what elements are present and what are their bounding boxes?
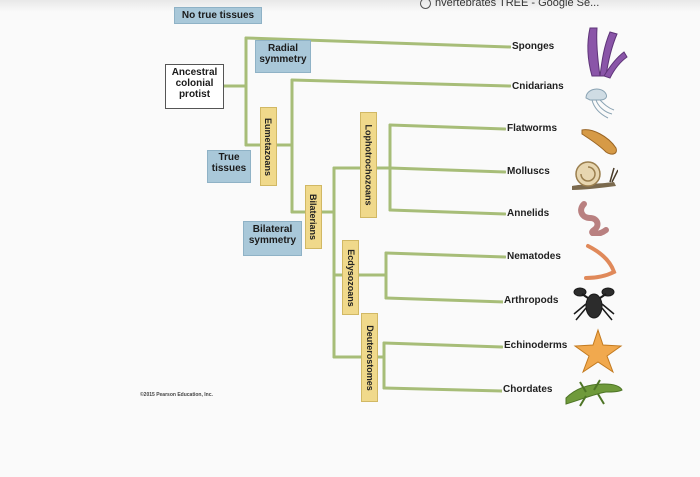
no-true-tissues-box: No true tissues: [174, 7, 262, 24]
lophotrochozoans-label: Lophotrochozoans: [360, 112, 377, 218]
radial-symmetry-box: Radial symmetry: [255, 40, 311, 73]
branch-echinoderms: [382, 341, 504, 349]
branch-chordates: [382, 386, 504, 393]
taxon-molluscs: Molluscs: [506, 166, 551, 177]
branch-nematodes: [384, 251, 507, 259]
snail-icon: [572, 161, 618, 190]
taxon-annelids: Annelids: [506, 208, 551, 219]
eumetazoans-text: Eumetazoans: [263, 117, 274, 176]
deuterostomes-label: Deuterostomes: [361, 313, 378, 402]
ancestral-colonial-protist-box: Ancestral colonial protist: [165, 64, 224, 109]
taxon-cnidarians: Cnidarians: [511, 81, 565, 92]
lophotrochozoans-text: Lophotrochozoans: [363, 124, 374, 206]
ecdysozoans-text: Ecdysozoans: [345, 248, 356, 307]
starfish-icon: [573, 328, 623, 374]
browser-tab[interactable]: nvertebrates TREE - Google Se...: [420, 0, 599, 12]
branch-arthropods: [384, 296, 507, 304]
ancestral-line-1: Ancestral: [171, 67, 218, 78]
branch-sponges: [244, 36, 512, 49]
bilaterians-label: Bilaterians: [305, 185, 322, 249]
taxon-sponges: Sponges: [511, 41, 556, 52]
lizard-icon: [565, 379, 623, 407]
jellyfish-icon: [585, 88, 615, 119]
sponge-icon: [587, 27, 628, 79]
branch-molluscs: [388, 166, 507, 174]
bilateral-line-1: Bilateral: [252, 224, 293, 235]
flatworm-icon: [581, 129, 617, 155]
radial-line-1: Radial: [267, 43, 298, 54]
no-true-tissues-label: No true tissues: [181, 10, 255, 21]
deuterostomes-text: Deuterostomes: [364, 324, 375, 391]
roundworm-icon: [584, 244, 617, 280]
taxon-chordates: Chordates: [502, 384, 554, 395]
tab-favicon-icon: [420, 0, 431, 9]
bilaterians-text: Bilaterians: [308, 193, 319, 241]
copyright-credit: ©2015 Pearson Education, Inc.: [140, 392, 213, 398]
earthworm-icon: [578, 201, 609, 236]
radial-line-2: symmetry: [259, 54, 307, 65]
bilateral-symmetry-box: Bilateral symmetry: [243, 221, 302, 256]
true-tissues-line-1: True: [218, 152, 240, 163]
branch-cnidarians: [290, 78, 512, 88]
ancestral-line-2: colonial: [175, 78, 214, 89]
branch-flatworms: [388, 123, 507, 131]
lobster-icon: [573, 287, 615, 321]
true-tissues-box: True tissues: [207, 150, 251, 183]
true-tissues-line-2: tissues: [211, 163, 247, 174]
taxon-nematodes: Nematodes: [506, 251, 562, 262]
ecdysozoans-label: Ecdysozoans: [342, 240, 359, 315]
taxon-echinoderms: Echinoderms: [503, 340, 569, 351]
eumetazoans-label: Eumetazoans: [260, 107, 277, 186]
branch-annelids: [388, 208, 507, 216]
taxon-flatworms: Flatworms: [506, 123, 559, 134]
ancestral-line-3: protist: [178, 89, 211, 100]
bilateral-line-2: symmetry: [248, 235, 297, 246]
tab-title: nvertebrates TREE - Google Se...: [435, 0, 600, 9]
taxon-arthropods: Arthropods: [503, 295, 560, 306]
